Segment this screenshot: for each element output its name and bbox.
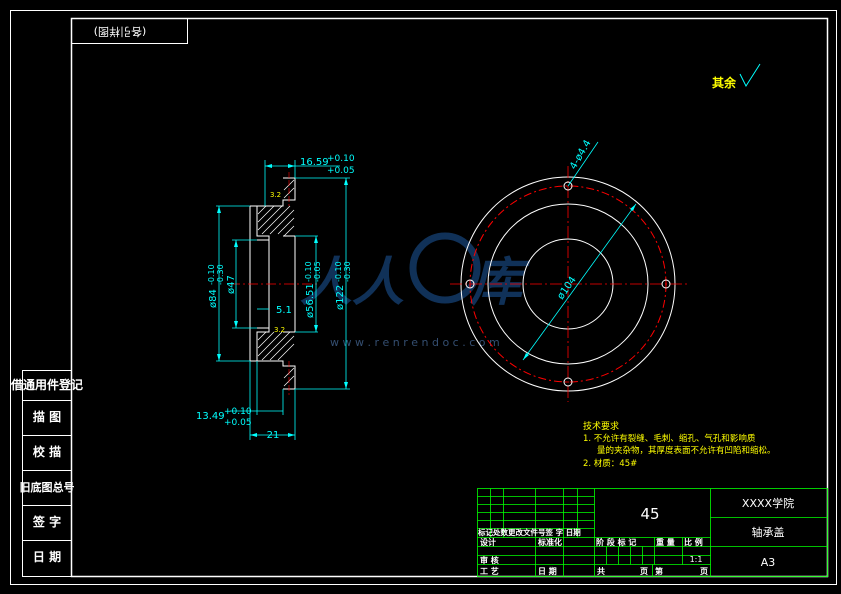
tb-weight: 重 量 [656, 537, 675, 547]
tb-row-revision: 标记处数更改文件号签 字 日期 [477, 527, 581, 537]
tech-requirements: 技术要求 1. 不允许有裂缝、毛刺、缩孔、气孔和影响质 量的夹杂物，其厚度表面不… [583, 420, 776, 469]
tol-d122-b: -0.30 [343, 261, 352, 282]
dim-d122: ø122 [335, 285, 346, 310]
left-date: 日 期 [33, 549, 61, 564]
tb-total: 共 [597, 566, 605, 576]
tech-line2: 量的夹杂物，其厚度表面不允许有凹陷和缩松。 [597, 445, 776, 456]
watermark-url: w w w . r e n r e n d o c . c o m [330, 336, 500, 349]
left-column [22, 370, 72, 577]
tb-scale-value: 1:1 [690, 555, 703, 564]
tol-d84-b: -0.30 [216, 264, 225, 285]
dim-d84: ø84 [208, 289, 219, 308]
bolt-hole-top [563, 181, 573, 191]
tb-sheet-unit: 页 [640, 567, 648, 576]
bolt-hole-left [465, 279, 475, 289]
dim-5-1: 5.1 [276, 305, 292, 316]
tol-d84-a: -0.10 [207, 264, 216, 285]
tb-date: 日 期 [538, 566, 557, 576]
dim-d47: ø47 [226, 275, 237, 294]
tol-d122-a: -0.10 [334, 261, 343, 282]
dim-13-49: 13.49 [196, 411, 225, 422]
tol-13-upper: +0.10 [224, 407, 252, 417]
tb-scale: 比 例 [684, 537, 703, 547]
tech-line3: 2. 材质：45# [583, 458, 637, 469]
tb-page: 第 [655, 566, 663, 576]
tech-line1: 1. 不允许有裂缝、毛刺、缩孔、气孔和影响质 [583, 433, 756, 444]
tb-stage-mark: 阶 段 标 记 [596, 537, 636, 547]
tol-d56-a: -0.10 [304, 261, 313, 282]
tol-13-lower: +0.05 [224, 418, 252, 428]
tb-material: 45 [640, 505, 659, 523]
tb-review: 审 核 [480, 555, 499, 565]
left-old-drawing-no: 旧底图总号 [20, 480, 75, 494]
roughness-symbol-icon [739, 63, 761, 88]
tb-page-unit: 页 [700, 567, 708, 576]
rough-bottom: 3.2 [274, 326, 285, 334]
left-signature: 签 字 [32, 514, 61, 529]
watermark-logo: 人人 库 [300, 232, 531, 313]
svg-text:人人: 人人 [300, 252, 404, 313]
bolt-hole-right [661, 279, 671, 289]
side-view: 16.59 +0.10 +0.05 ø84 -0.10 -0.30 ø47 ø5… [196, 154, 355, 441]
left-check-trace: 校 描 [33, 444, 61, 459]
inner-frame [70, 17, 829, 578]
svg-text:库: 库 [469, 252, 531, 313]
dim-width-top: 16.59 [300, 157, 329, 168]
rough-top: 3.2 [270, 191, 281, 199]
outer-frame [10, 10, 837, 585]
tb-sheet-size: A3 [761, 556, 776, 569]
title-block [477, 488, 828, 577]
bolt-hole-bottom [563, 377, 573, 387]
header-rotated-label: (各引样图) [94, 25, 147, 39]
surface-label: 其余 [712, 75, 737, 90]
tb-part-name: 轴承盖 [752, 525, 785, 539]
dim-d56: ø56.51 [305, 283, 316, 318]
tb-standardize: 标准化 [537, 537, 562, 547]
left-trace: 描 图 [33, 409, 61, 424]
tol-d56-b: -0.05 [313, 261, 322, 282]
tb-school: XXXX学院 [742, 496, 794, 510]
tech-title: 技术要求 [583, 420, 619, 432]
tol-top-upper: +0.10 [327, 154, 355, 164]
tol-top-lower: +0.05 [327, 166, 355, 176]
tb-process: 工 艺 [480, 566, 499, 576]
header-box: (各引样图) [71, 18, 188, 44]
left-registry: 借通用件登记 [10, 377, 83, 392]
tb-design: 设计 [480, 537, 496, 547]
dim-21: 21 [267, 430, 280, 441]
